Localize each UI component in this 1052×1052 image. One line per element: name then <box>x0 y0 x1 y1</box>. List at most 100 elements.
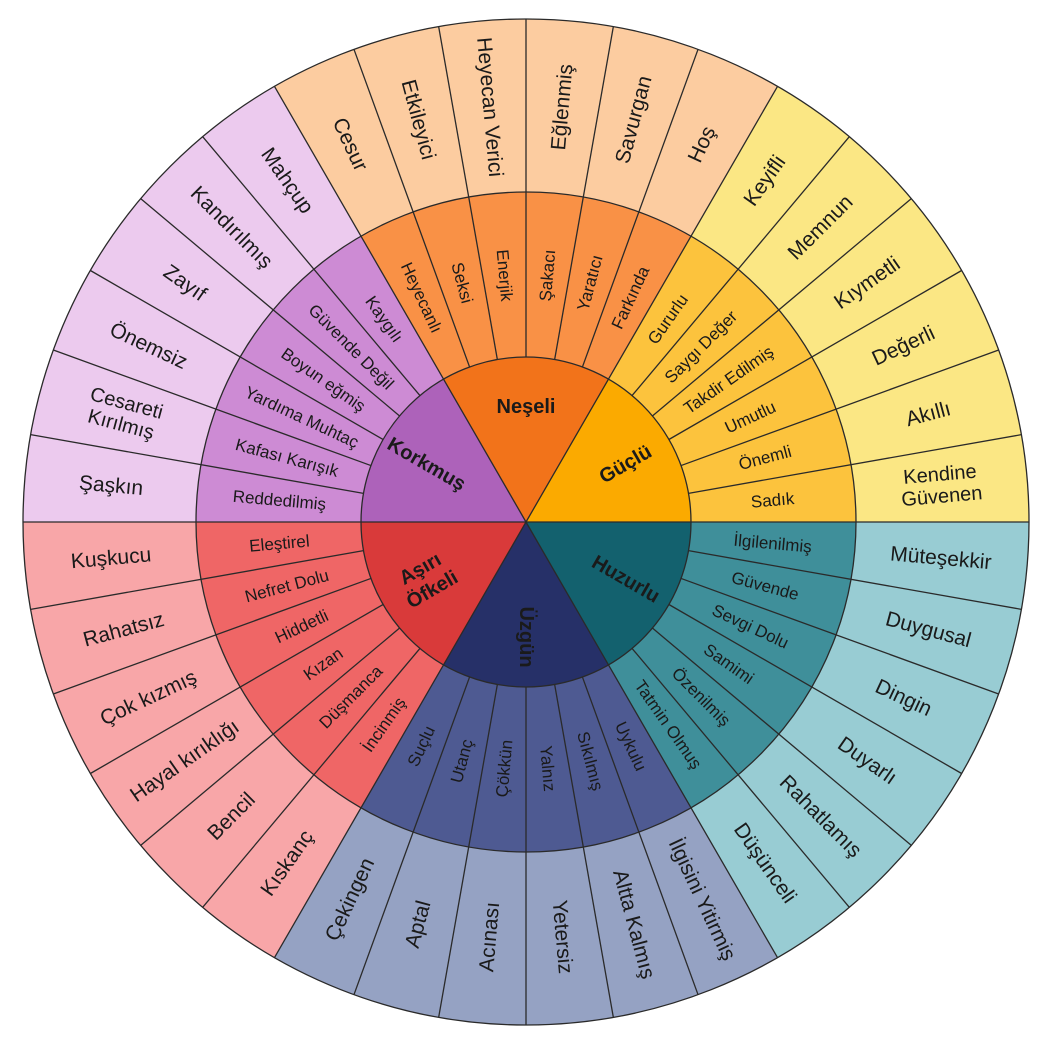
outer-segment-yetersiz <box>526 846 614 1025</box>
outer-segment-rahatsiz <box>30 579 216 695</box>
middle-segment-samimi <box>652 604 812 735</box>
outer-segment-acinasi <box>438 846 526 1025</box>
core-segment-uzgun <box>443 522 609 687</box>
ring-border <box>195 191 857 853</box>
segment-divider <box>30 550 364 610</box>
segment-divider <box>680 349 999 467</box>
middle-segment-boyun-egmis <box>240 309 400 440</box>
segment-divider <box>202 647 421 908</box>
segment-divider <box>90 603 384 775</box>
outer-segment-duygusal <box>836 579 1022 695</box>
middle-segment-seksi <box>413 197 498 367</box>
outer-segment-kandirilmis <box>140 136 314 310</box>
middle-label-yalniz: Yalnız <box>536 745 559 792</box>
middle-segment-reddedilmis <box>196 464 364 522</box>
outer-ring <box>23 19 1029 1025</box>
outer-segment-memnun <box>738 136 912 310</box>
outer-segment-hayal-kirikligi <box>90 687 274 846</box>
segment-divider <box>438 684 498 1018</box>
outer-segment-akilli <box>836 349 1022 465</box>
outer-segment-degerli <box>811 270 999 410</box>
outer-segment-onemsiz <box>53 270 241 410</box>
middle-label-sadik: Sadık <box>750 489 795 512</box>
outer-segment-zayif <box>90 198 274 357</box>
outer-segment-rahatlamis <box>738 734 912 908</box>
outer-segment-duyarli <box>778 687 962 846</box>
core-segment-guclu <box>526 379 691 522</box>
outer-segment-ilgisini-yitirmis <box>638 807 778 995</box>
outer-segment-mahcup <box>202 86 361 270</box>
segment-divider <box>353 676 471 995</box>
middle-segment-yardima-muhtac <box>215 357 384 466</box>
outer-segment-heyecan-verici <box>438 19 526 198</box>
outer-segment-savurgan <box>583 26 699 212</box>
outer-segment-cekingen <box>274 807 414 995</box>
segment-divider <box>140 198 401 417</box>
outer-segment-eglenmis <box>526 19 614 198</box>
middle-ring <box>196 192 857 853</box>
middle-segment-sikilmis <box>554 677 639 847</box>
outer-segment-dingin <box>811 634 999 774</box>
outer-segment-cesur <box>274 49 414 237</box>
middle-segment-guvende <box>681 550 851 635</box>
middle-segment-kafasi-karisik <box>201 409 371 494</box>
middle-segment-sakaci <box>526 192 584 360</box>
segment-divider <box>90 269 384 441</box>
middle-segment-ozenilmis <box>632 628 779 775</box>
middle-segment-sadik <box>688 464 857 522</box>
outer-segment-hos <box>638 49 778 237</box>
middle-segment-heyecanli <box>361 211 470 380</box>
middle-segment-utanc <box>413 677 498 847</box>
segment-divider <box>651 627 912 846</box>
outer-segment-dusunceli <box>691 774 850 958</box>
outer-segment-cok-kizmis <box>53 634 241 774</box>
middle-segment-kizan <box>240 604 400 735</box>
segment-divider <box>680 577 999 695</box>
segment-divider <box>631 647 850 908</box>
ring-border <box>360 356 692 688</box>
segment-divider <box>353 49 471 368</box>
outer-segment-etkileyici <box>353 26 469 212</box>
core-divider <box>442 378 527 523</box>
middle-segment-incinmis <box>313 648 444 808</box>
segment-divider <box>631 136 850 397</box>
middle-segment-yaratici <box>554 197 639 367</box>
outer-segment-keyifli <box>691 86 850 270</box>
middle-segment-cokkun <box>468 684 526 853</box>
middle-label-sakaci: Şakacı <box>536 249 559 302</box>
core-divider <box>442 521 527 666</box>
outer-segment-aptal <box>353 832 469 1018</box>
core-segment-asiri-ofkeli <box>361 522 526 665</box>
core-ring <box>361 356 691 687</box>
segment-divider <box>53 577 372 695</box>
middle-segment-uykulu <box>582 664 691 833</box>
segment-divider <box>140 627 401 846</box>
outer-segment-kendine-guvenen <box>850 434 1029 522</box>
middle-segment-farkinda <box>582 211 691 380</box>
middle-segment-yalniz <box>526 684 584 852</box>
core-label-neseli: Neşeli <box>497 396 556 418</box>
segment-divider <box>53 349 372 467</box>
middle-segment-hiddetli <box>215 578 384 687</box>
outer-segment-kiymetli <box>778 198 962 357</box>
middle-segment-dusmanca <box>273 628 420 775</box>
middle-segment-nefret-dolu <box>201 550 371 635</box>
outer-segment-altta-kalmis <box>583 832 699 1018</box>
middle-segment-saygi-deger <box>632 269 779 416</box>
middle-segment-onemli <box>681 409 851 494</box>
core-divider <box>525 378 610 523</box>
outer-segment-saskin <box>23 434 202 522</box>
segment-divider <box>554 684 614 1018</box>
segment-divider <box>581 49 699 368</box>
middle-segment-suclu <box>361 664 470 833</box>
outer-segment-cesareti-kirilmis <box>30 349 216 465</box>
segment-divider <box>273 86 445 380</box>
outer-segment-kuskucu <box>23 522 202 610</box>
segment-divider <box>202 136 421 397</box>
segment-divider <box>688 550 1022 610</box>
segment-divider <box>607 86 779 380</box>
ring-separators <box>22 18 1030 1026</box>
segment-divider <box>438 26 498 360</box>
segment-divider <box>554 26 614 360</box>
